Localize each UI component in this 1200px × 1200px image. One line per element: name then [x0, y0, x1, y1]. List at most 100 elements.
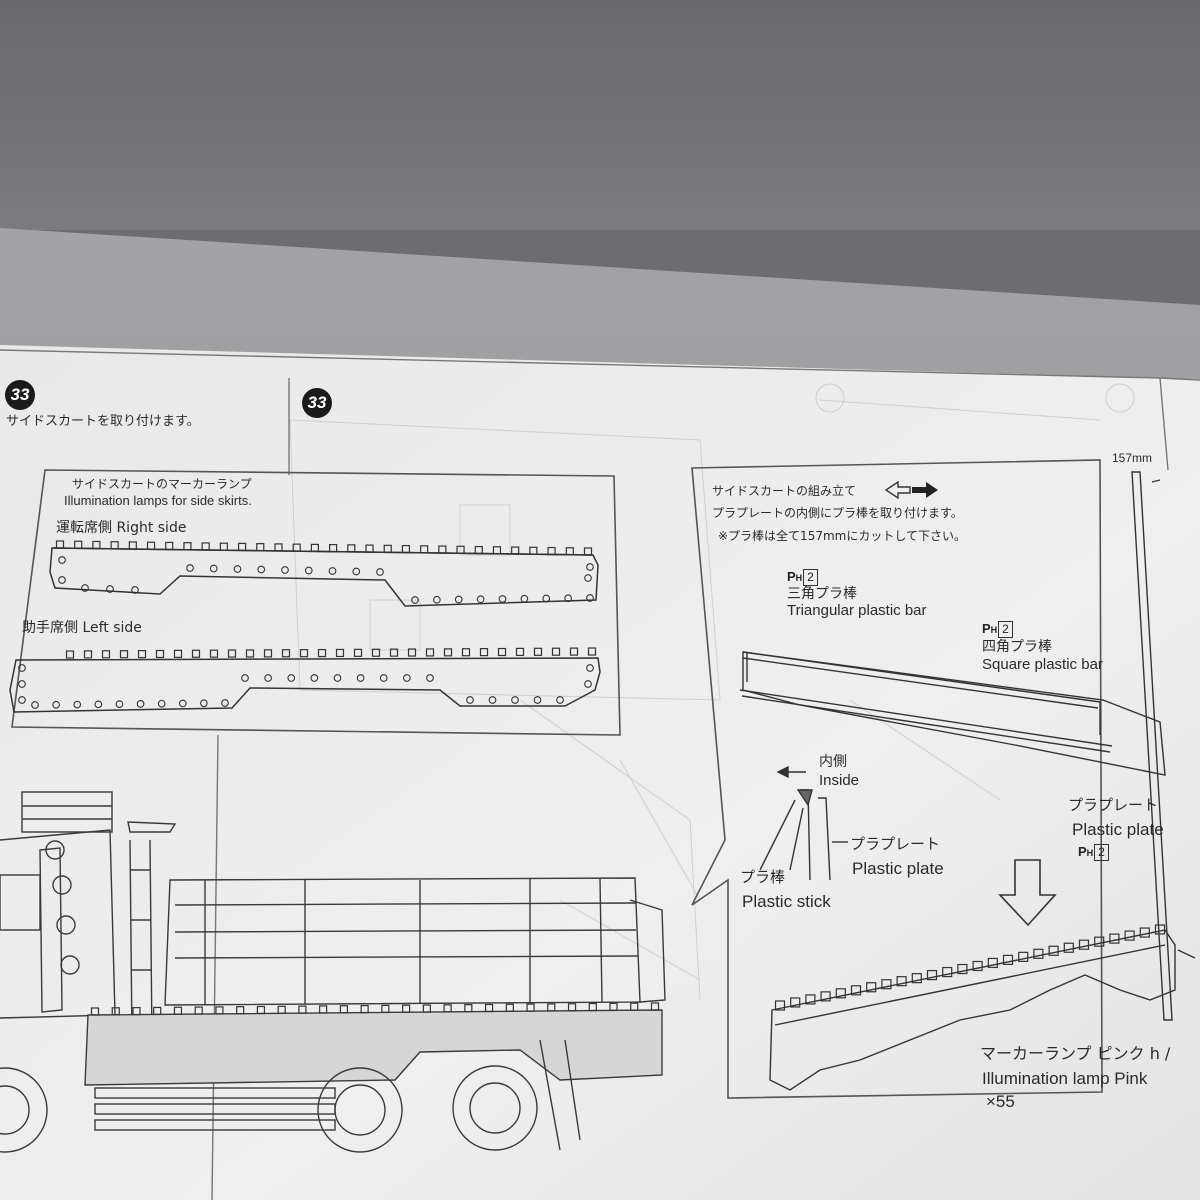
lamp-mark	[497, 647, 507, 657]
lamp-mark	[137, 649, 147, 659]
lamp-mark	[547, 546, 556, 556]
hole-mark	[52, 700, 60, 709]
step-number-badge-left: 33	[5, 380, 35, 410]
lamp-mark	[339, 1005, 348, 1014]
lamp-mark	[461, 648, 471, 657]
hole-mark	[264, 674, 272, 682]
left-side-skirt-drawing	[9, 657, 601, 713]
inside-label-en: Inside	[819, 772, 860, 789]
hole-mark	[106, 585, 114, 593]
lamp-mark	[153, 1006, 162, 1016]
lamp-mark	[402, 1004, 411, 1013]
lamp-mark	[201, 542, 210, 551]
lamp-mark	[942, 966, 953, 978]
plastic-plate-label-jp: プラプレート	[1068, 796, 1159, 814]
hole-mark	[304, 566, 313, 575]
hole-mark	[178, 699, 187, 708]
lamp-mark	[132, 1007, 141, 1016]
hole-mark	[533, 696, 542, 704]
lamp-mark	[319, 1005, 328, 1014]
hole-mark	[221, 699, 229, 707]
hole-mark	[586, 664, 594, 672]
lamp-mark	[329, 544, 338, 553]
lamp-mark	[237, 542, 247, 552]
lamp-label-en: Illumination lamp Pink	[982, 1069, 1148, 1088]
hole-mark	[241, 674, 249, 682]
lamp-mark	[74, 540, 83, 549]
inside-label-jp: 内側	[819, 754, 847, 770]
lamp-mark	[790, 997, 801, 1008]
hole-mark	[498, 595, 507, 603]
lamp-mark	[274, 543, 283, 552]
lamp-mark	[565, 547, 574, 556]
lamp-mark	[281, 649, 291, 658]
hole-mark	[257, 565, 266, 574]
lamp-mark	[360, 1004, 369, 1014]
dimension-label: 157mm	[1112, 451, 1153, 465]
lamp-mark	[583, 547, 593, 556]
lamp-mark	[165, 541, 174, 551]
lamp-mark	[347, 544, 356, 553]
right-side-label: 運転席側 Right side	[56, 520, 187, 536]
lamp-mark	[1139, 927, 1150, 938]
lamp-mark	[381, 1004, 390, 1014]
right-side-hole-row	[58, 556, 594, 604]
hole-mark	[511, 696, 519, 704]
lamp-mark	[505, 1003, 514, 1012]
hole-mark	[310, 674, 319, 682]
hole-mark	[356, 674, 365, 682]
lamp-mark	[263, 649, 273, 658]
lamp-mark	[529, 546, 538, 555]
lamp-mark	[1018, 951, 1029, 962]
lamp-mark	[194, 1006, 203, 1015]
lamp-quantity: ×55	[986, 1092, 1015, 1111]
hole-mark	[426, 674, 434, 682]
lamp-mark	[881, 979, 892, 990]
lamp-mark	[310, 543, 319, 552]
lamp-mark	[438, 545, 447, 554]
hole-mark	[352, 567, 361, 576]
lamp-mark	[1078, 939, 1090, 950]
lamp-mark	[1048, 945, 1059, 956]
right-side-skirt-drawing	[49, 547, 599, 607]
hole-mark	[81, 584, 89, 592]
lamp-mark	[511, 546, 520, 555]
lamp-mark	[926, 969, 938, 981]
lamp-mark	[183, 542, 192, 551]
double-arrow-icon	[884, 480, 938, 500]
lamp-mark	[420, 545, 429, 554]
lamp-mark	[464, 1004, 473, 1013]
hole-mark	[454, 595, 463, 604]
hole-mark	[584, 680, 592, 688]
lamp-pointer-arrow	[1177, 949, 1196, 959]
assembly-instruction: プラプレートの内側にプラ棒を取り付けます。	[712, 506, 963, 520]
lamp-mark	[65, 650, 75, 659]
lamp-mark	[479, 648, 489, 657]
hole-mark	[584, 574, 592, 582]
hole-mark	[433, 595, 441, 604]
hole-mark	[157, 699, 166, 708]
lamp-mark	[551, 647, 561, 656]
lamp-mark	[317, 648, 327, 658]
hole-mark	[186, 564, 194, 572]
lamp-mark	[835, 988, 846, 999]
lamp-mark	[299, 649, 309, 658]
assembly-box-frame	[691, 459, 1103, 1099]
lamp-mark	[588, 1002, 597, 1012]
lamp-mark	[353, 648, 363, 657]
lamp-mark	[92, 540, 101, 550]
lamp-mark	[110, 541, 119, 550]
lamp-mark	[173, 1006, 183, 1015]
hole-mark	[18, 696, 26, 704]
lamp-mark	[1033, 948, 1044, 959]
hole-mark	[131, 586, 139, 594]
lamp-mark	[83, 650, 93, 659]
hole-mark	[18, 680, 26, 688]
truck-skirt-lamp-row	[90, 1002, 660, 1016]
lamp-mark	[191, 649, 201, 658]
lamp-mark	[547, 1003, 556, 1012]
left-side-label: 助手席側 Left side	[22, 620, 142, 636]
lamp-mark	[277, 1005, 286, 1014]
